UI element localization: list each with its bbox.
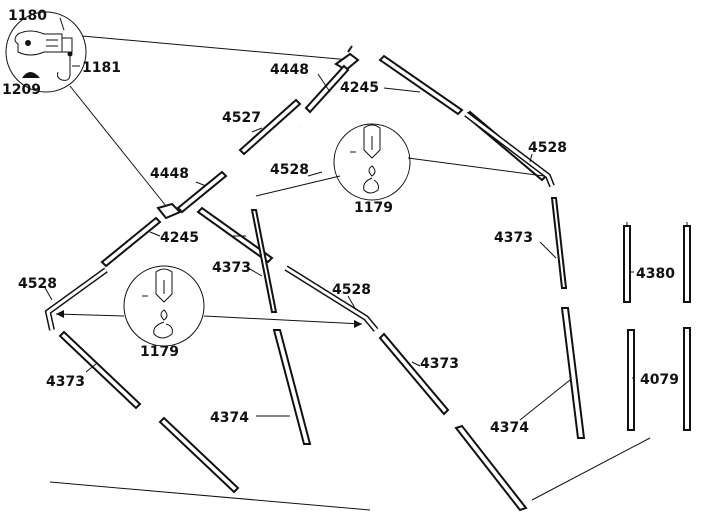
stake-4079-a [627,329,635,431]
leg-4374-mid [454,424,528,512]
ridge-pole-4245-left-b [100,216,162,268]
ridge-pole-4527-upper [304,64,350,114]
label-1181: 1181 [82,60,121,76]
label-1209: 1209 [2,82,41,98]
stake-4079-b [683,327,691,431]
part-labels: 1180 1181 1209 4448 4245 4527 4528 4448 … [2,8,679,436]
label-4245-left: 4245 [160,230,199,246]
label-4448-lower: 4448 [150,166,189,182]
tab-icon [363,124,381,159]
rod-center-diagonal [196,206,274,264]
label-4079: 4079 [640,372,679,388]
label-4528-left: 4528 [18,276,57,292]
stake-4380-a [623,225,631,303]
leg-4373-left [58,330,142,410]
label-4527: 4527 [222,110,261,126]
label-4374-right: 4374 [490,420,529,436]
label-4528-mid: 4528 [332,282,371,298]
hook-detail-circle-lower [123,265,205,347]
ridge-pole-4245-top [378,54,464,116]
label-leaders [43,17,634,421]
label-4528-right: 4528 [528,140,567,156]
label-4374-center: 4374 [210,410,249,426]
label-4373-center: 4373 [212,260,251,276]
ground-line-right [531,437,651,501]
peak-connector-top [334,45,360,72]
cap-icon [22,72,40,78]
label-4373-mid: 4373 [420,356,459,372]
plate-icon [61,37,73,53]
label-4448-top: 4448 [270,62,309,78]
guy-line-center [255,175,341,197]
leg-4373-right [550,197,568,289]
label-1179-upper: 1179 [354,200,393,216]
guide-line-top [81,35,351,61]
label-4373-right: 4373 [494,230,533,246]
leg-4374-left [158,416,240,494]
rods [44,54,691,512]
s-hook-icon-lower [153,321,173,339]
guide-line-diagonal [69,85,167,207]
tab-icon-lower [155,268,173,303]
leg-4373-center [250,209,278,313]
s-hook-icon [363,177,379,194]
label-1180: 1180 [8,8,47,24]
guy-line-right [407,157,545,177]
leg-4373-mid [378,332,450,416]
hook-icon [57,54,71,81]
hook-detail-circle-upper [333,123,411,201]
label-4528-center: 4528 [270,162,309,178]
label-4373-left: 4373 [46,374,85,390]
bracket-hole-icon [25,40,31,46]
ground-line-left [49,481,371,511]
label-4380: 4380 [636,266,675,282]
label-4245-top: 4245 [340,80,379,96]
guy-line-mid [203,315,363,325]
peak-connector-lower [156,202,182,220]
ridge-pole-4527 [238,98,302,156]
guy-line-left [55,313,125,317]
bracket-icon [14,30,63,56]
stake-4380-b [683,225,691,303]
label-1179-lower: 1179 [140,344,179,360]
leg-4374-right [560,307,586,439]
ridge-pole-4245-left-a [176,170,228,214]
hardware-detail-circle [5,11,87,93]
leg-4374-center [272,329,312,445]
